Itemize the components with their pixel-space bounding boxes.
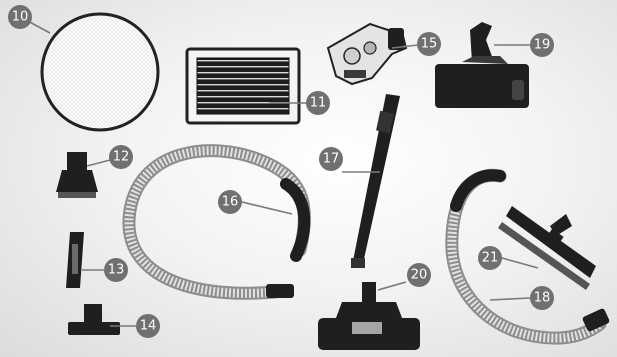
hose-long-icon	[452, 175, 610, 338]
badge-12: 12	[87, 145, 133, 169]
badge-13: 13	[82, 258, 128, 282]
round-filter-icon	[42, 14, 158, 130]
badge-20-label: 20	[411, 268, 428, 283]
badge-10-label: 10	[12, 10, 29, 25]
turbo-floor-nozzle-icon	[318, 282, 420, 350]
badge-21-label: 21	[482, 251, 499, 266]
badge-20: 20	[378, 263, 431, 290]
rectangular-filter-icon	[187, 49, 299, 123]
badge-10: 10	[8, 5, 50, 33]
hose-short-icon	[129, 151, 305, 298]
badge-17-label: 17	[323, 152, 340, 167]
badge-15-label: 16	[222, 195, 239, 210]
badge-11-label: 11	[310, 96, 327, 111]
extension-tube-icon	[351, 94, 400, 268]
badge-12-label: 12	[113, 150, 130, 165]
badge-17: 17	[319, 147, 380, 172]
badge-18-label: 18	[534, 291, 551, 306]
badge-16-label: 15	[421, 37, 438, 52]
badge-14-label: 14	[140, 319, 157, 334]
badge-19-label: 19	[534, 38, 551, 53]
turbo-brush-icon	[328, 24, 406, 84]
dusting-brush-icon	[56, 152, 98, 198]
floor-nozzle-icon	[435, 22, 529, 108]
badge-13-label: 13	[108, 263, 125, 278]
badge-19: 19	[494, 33, 554, 57]
badge-18: 18	[490, 286, 554, 310]
parquet-brush-icon	[498, 206, 596, 290]
upholstery-nozzle-icon	[68, 304, 120, 335]
crevice-tool-icon	[66, 232, 84, 288]
badge-15: 16	[218, 190, 292, 214]
